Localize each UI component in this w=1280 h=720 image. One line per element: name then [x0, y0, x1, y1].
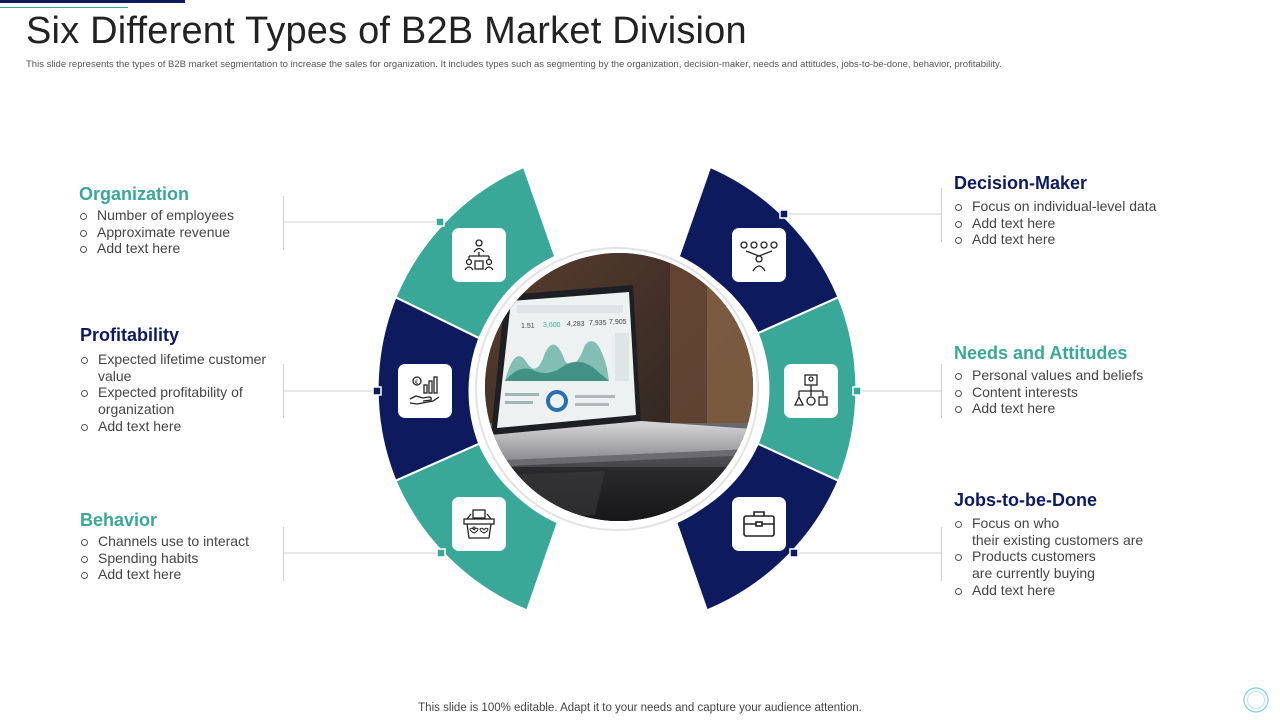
page-title: Six Different Types of B2B Market Divisi…: [26, 10, 747, 52]
divider-jobs-to-be-done: [941, 527, 942, 581]
list-item-line: Expected lifetime customer: [98, 351, 267, 367]
list-item-line: value: [98, 367, 132, 384]
laptop-dashboard-photo: 1.51 3,600 4,283 7,935 7,905: [485, 253, 753, 521]
shopping-basket-icon: [452, 497, 506, 551]
list-item-line: Products customers: [972, 548, 1096, 565]
organization-title: Organization: [79, 184, 190, 204]
divider-organization: [283, 196, 284, 250]
needs-attitudes-list: Personal values and beliefs Content inte…: [954, 367, 1143, 417]
jobs-to-be-done-list: Focus on who their existing customers ar…: [954, 515, 1143, 599]
list-item: Channels use to interact: [80, 533, 249, 550]
list-item: Products customers are currently buying: [954, 548, 1143, 581]
decision-maker-group-icon: [732, 228, 786, 282]
list-item: Content interests: [954, 384, 1143, 401]
block-behavior: Behavior Channels use to interact Spendi…: [80, 509, 249, 583]
list-item: Personal values and beliefs: [954, 367, 1143, 384]
profitability-title: Profitability: [80, 325, 180, 345]
list-item: Add text here: [80, 418, 266, 435]
block-decision-maker: Decision-Maker Focus on individual-level…: [954, 172, 1156, 248]
screen-number-2: 3,600: [543, 322, 561, 329]
connector-lines: [283, 213, 941, 554]
divider-profitability: [283, 364, 284, 418]
needs-attitudes-title: Needs and Attitudes: [954, 343, 1128, 363]
jobs-to-be-done-title: Jobs-to-be-Done: [954, 490, 1097, 510]
list-item: Number of employees: [79, 207, 234, 224]
screen-number-5: 7,905: [609, 319, 627, 326]
list-item: Focus on individual-level data: [954, 198, 1156, 215]
list-item-line: their existing customers are: [972, 531, 1144, 548]
list-item: Expected profitability of organization: [80, 384, 266, 417]
decision-maker-list: Focus on individual-level data Add text …: [954, 198, 1156, 248]
list-item: Focus on who their existing customers ar…: [954, 515, 1143, 548]
list-item: Add text here: [80, 566, 249, 583]
hierarchy-icon: [784, 364, 838, 418]
list-item: Add text here: [954, 582, 1143, 599]
screen-number-4: 7,935: [589, 320, 607, 327]
decision-maker-title: Decision-Maker: [954, 173, 1088, 193]
list-item-line: Expected profitability of: [98, 384, 243, 401]
svg-text:€: €: [415, 380, 419, 386]
block-needs-attitudes: Needs and Attitudes Personal values and …: [954, 342, 1143, 417]
list-item: Expected lifetime customer value: [80, 351, 266, 384]
list-item: Spending habits: [80, 550, 249, 567]
behavior-title: Behavior: [80, 510, 158, 530]
list-item-line: organization: [98, 401, 175, 418]
organization-list: Number of employees Approximate revenue …: [79, 207, 234, 257]
block-jobs-to-be-done: Jobs-to-be-Done Focus on who their exist…: [954, 489, 1143, 599]
footer-note: This slide is 100% editable. Adapt it to…: [418, 702, 862, 714]
divider-needs-attitudes: [941, 364, 942, 418]
list-item: Add text here: [79, 240, 234, 257]
screen-number-3: 4,283: [567, 321, 585, 328]
list-item-line: are currently buying: [972, 565, 1095, 582]
organization-chart-icon: [452, 228, 506, 282]
page-subtitle: This slide represents the types of B2B m…: [26, 59, 1002, 70]
accent-bar: [0, 0, 185, 3]
list-item: Add text here: [954, 231, 1156, 248]
list-item: Add text here: [954, 215, 1156, 232]
profitability-list: Expected lifetime customer value Expecte…: [80, 351, 266, 435]
connector-dots: [372, 209, 862, 558]
list-item-line: Focus on who: [972, 515, 1060, 531]
hand-money-growth-icon: €: [398, 364, 452, 418]
corner-circle-icon: [1243, 687, 1269, 713]
block-profitability: Profitability Expected lifetime customer…: [80, 324, 266, 435]
divider-decision-maker: [941, 188, 942, 242]
screen-number-1: 1.51: [521, 323, 535, 330]
accent-line: [0, 7, 128, 8]
divider-behavior: [283, 527, 284, 581]
center-circle-ring: [475, 247, 759, 531]
list-item: Add text here: [954, 400, 1143, 417]
block-organization: Organization Number of employees Approxi…: [79, 183, 234, 257]
list-item: Approximate revenue: [79, 224, 234, 241]
briefcase-icon: [732, 497, 786, 551]
behavior-list: Channels use to interact Spending habits…: [80, 533, 249, 583]
